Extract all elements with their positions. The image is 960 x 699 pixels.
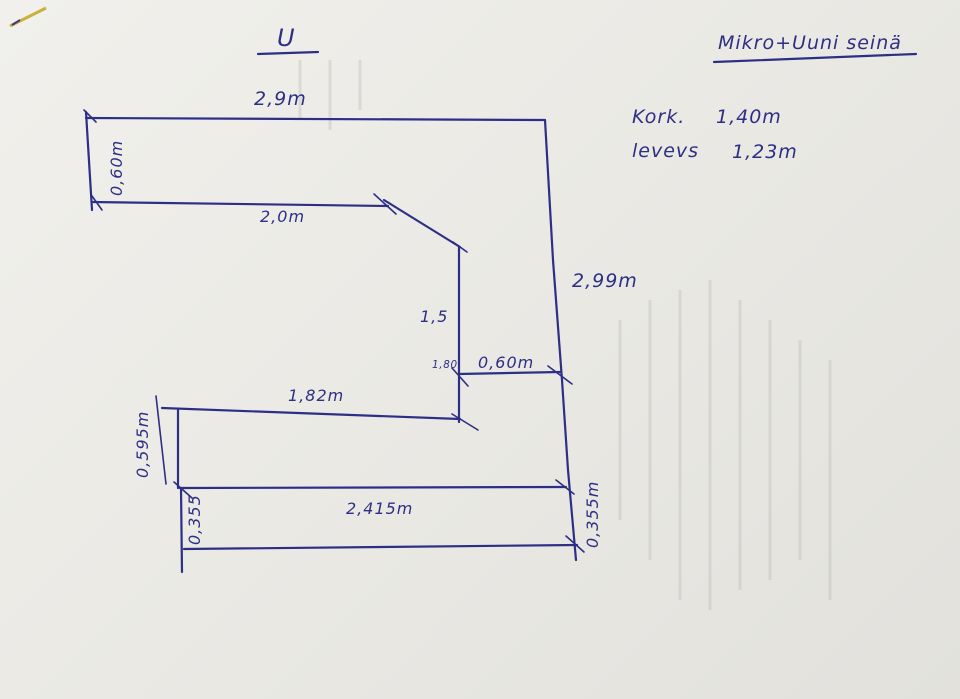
left-end-edge bbox=[84, 110, 94, 212]
title-underline bbox=[256, 50, 320, 56]
spec-width-label: levevs bbox=[632, 140, 699, 162]
dim-inner-vertical-scribble: 1,80 bbox=[432, 359, 458, 371]
dim-bottom-right: 0,355m bbox=[583, 481, 602, 548]
dimension-ticks bbox=[83, 109, 585, 553]
dim-inner-top: 2,0m bbox=[260, 207, 305, 226]
lower-divider bbox=[178, 485, 568, 490]
bottom-edge bbox=[182, 543, 579, 551]
outer-top-edge bbox=[84, 116, 547, 122]
dim-right: 2,99m bbox=[572, 270, 638, 292]
inner-return-edge bbox=[457, 370, 562, 376]
inner-diagonal-edge bbox=[382, 198, 462, 249]
dim-inner-horizontal: 0,60m bbox=[478, 353, 534, 372]
lower-top-edge bbox=[160, 406, 462, 421]
spec-height-value: 1,40m bbox=[716, 106, 782, 128]
counter-outline bbox=[84, 110, 579, 574]
dim-left-height: 0,60m bbox=[107, 140, 126, 196]
outer-right-edge bbox=[543, 118, 578, 562]
pen-mark-tip bbox=[11, 19, 21, 26]
dim-lower-inner: 1,82m bbox=[288, 386, 344, 405]
dim-lower-left: 0,595m bbox=[133, 411, 152, 478]
wall-title-underline bbox=[712, 52, 918, 64]
wall-title: Mikro+Uuni seinä bbox=[718, 32, 902, 54]
dim-top: 2,9m bbox=[254, 88, 307, 110]
spec-height-label: Kork. bbox=[632, 106, 685, 128]
dim-bottom: 2,415m bbox=[346, 499, 413, 518]
spec-width-value: 1,23m bbox=[732, 141, 798, 163]
title-letter: U bbox=[277, 24, 298, 52]
bottom-left-edge bbox=[179, 486, 184, 574]
dim-bottom-left: 0,355 bbox=[185, 494, 204, 545]
inner-top-edge bbox=[90, 200, 390, 208]
dim-inner-vertical: 1,5 bbox=[420, 307, 448, 326]
bleed-through-text bbox=[298, 60, 832, 610]
